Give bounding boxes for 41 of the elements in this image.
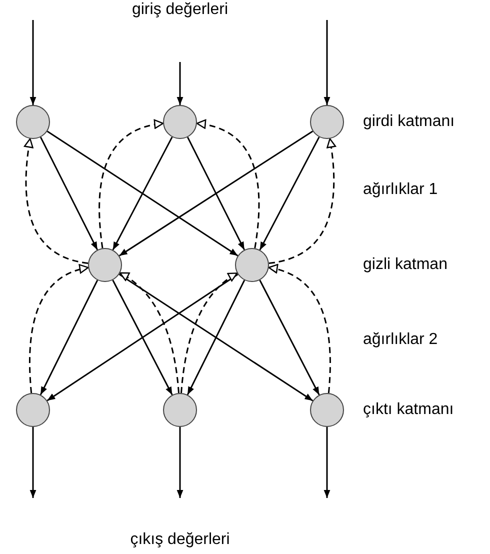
neuron-circle	[310, 393, 344, 427]
arrow	[46, 130, 238, 256]
dashed-arrow	[196, 120, 260, 248]
arrow	[118, 130, 314, 256]
arrow	[186, 136, 246, 250]
arrow	[259, 280, 320, 396]
dashed-arrow	[119, 272, 180, 394]
neuron-circle	[235, 248, 269, 282]
dashed-arrow	[268, 264, 331, 394]
arrow	[118, 274, 314, 402]
arrow	[186, 280, 246, 396]
arrow	[30, 20, 36, 105]
arrow	[30, 427, 36, 498]
neuron-circle	[310, 105, 344, 139]
neuron-circle	[16, 105, 50, 139]
neuron-circle	[16, 393, 50, 427]
arrow	[324, 20, 330, 105]
neuron-circle	[163, 105, 197, 139]
neuron-circle	[163, 393, 197, 427]
arrow	[176, 427, 184, 498]
dashed-arrow	[180, 272, 238, 394]
arrow	[112, 280, 173, 396]
dashed-arrow	[98, 120, 164, 248]
layer-label: girdi katmanı	[363, 113, 455, 131]
dashed-arrow	[29, 264, 89, 394]
arrow	[259, 136, 320, 250]
layer-label: çıktı katmanı	[363, 401, 454, 419]
layer-label: gizli katman	[363, 256, 448, 274]
heading: giriş değerleri	[132, 1, 228, 19]
arrow	[46, 274, 238, 402]
arrow	[324, 427, 330, 498]
arrow	[112, 136, 173, 250]
arrow	[176, 62, 184, 105]
neuron-circle	[88, 248, 122, 282]
dashed-arrow	[24, 138, 88, 264]
weights-label: ağırlıklar 1	[363, 181, 438, 199]
weights-label: ağırlıklar 2	[363, 331, 438, 349]
heading: çıkış değerleri	[130, 531, 230, 549]
dashed-arrow	[268, 138, 336, 264]
arrow	[40, 136, 98, 250]
arrow	[40, 280, 98, 396]
